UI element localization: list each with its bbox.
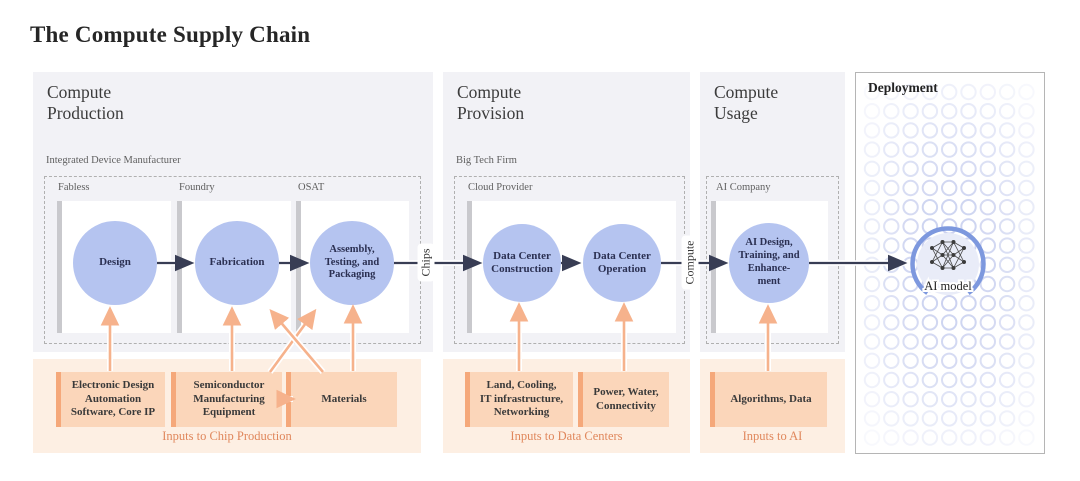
ai-model-label: AI model [924,279,972,293]
page-title: The Compute Supply Chain [30,22,311,47]
label-osat: OSAT [298,182,325,193]
heading-deployment: Deployment [868,80,938,95]
flow-label-compute: Compute [681,235,699,290]
input-power-label: Power, Water, Connectivity [593,385,659,412]
node-ai-design-label: AI Design, Training, and Enhance- ment [738,237,800,287]
node-assembly-label: Assembly, Testing, and Packaging [324,243,380,281]
deployment-dot-grid: AI model [863,83,1035,446]
ai-model-arc [910,226,986,302]
neural-network-icon [930,240,966,270]
ai-model-mark: AI model [910,226,986,302]
caption-inputs-chip-production: Inputs to Chip Production [162,429,292,443]
label-foundry: Foundry [179,182,215,193]
caption-inputs-ai: Inputs to AI [742,429,803,443]
input-box-eda-software: Electronic Design Automation Software, C… [56,372,165,427]
input-box-semiconductor-equipment: Semiconductor Manufacturing Equipment [171,372,282,427]
input-sme-label: Semiconductor Manufacturing Equipment [193,378,265,419]
heading-compute-provision: Compute Provision [457,82,525,124]
input-eda-label: Electronic Design Automation Software, C… [70,378,156,419]
label-cloud-provider: Cloud Provider [468,182,533,193]
node-design-label: Design [99,256,131,269]
heading-compute-production: Compute Production [47,82,124,124]
node-dc-construction-label: Data Center Construction [491,249,553,275]
input-accent-bar [465,372,470,427]
heading-compute-usage: Compute Usage [714,82,779,124]
label-integrated-device-manufacturer: Integrated Device Manufacturer [46,155,181,166]
input-accent-bar [171,372,176,427]
input-box-power-water: Power, Water, Connectivity [578,372,669,427]
caption-inputs-data-centers: Inputs to Data Centers [510,429,623,443]
card-accent-bar [711,201,716,333]
card-accent-bar [177,201,182,333]
input-accent-bar [56,372,61,427]
node-design: Design [73,221,157,305]
label-ai-company: AI Company [716,182,771,193]
label-big-tech-firm: Big Tech Firm [456,155,517,166]
node-dc-operation-label: Data Center Operation [593,249,651,275]
input-box-land-cooling: Land, Cooling, IT infrastructure, Networ… [465,372,573,427]
node-data-center-operation: Data Center Operation [583,224,661,302]
card-accent-bar [57,201,62,333]
node-fabrication-label: Fabrication [209,256,265,269]
input-algorithms-label: Algorithms, Data [730,392,812,405]
input-box-algorithms-data: Algorithms, Data [710,372,827,427]
card-accent-bar [296,201,301,333]
input-materials-label: Materials [321,392,367,405]
node-assembly-testing-packaging: Assembly, Testing, and Packaging [310,221,394,305]
input-box-materials: Materials [286,372,397,427]
label-fabless: Fabless [58,182,90,193]
input-accent-bar [578,372,583,427]
node-ai-design-training: AI Design, Training, and Enhance- ment [729,223,809,303]
box-ai-company [706,176,839,344]
input-land-label: Land, Cooling, IT infrastructure, Networ… [479,378,564,419]
input-accent-bar [710,372,715,427]
card-accent-bar [467,201,472,333]
node-fabrication: Fabrication [195,221,279,305]
flow-label-chips: Chips [417,243,435,282]
node-data-center-construction: Data Center Construction [483,224,561,302]
input-accent-bar [286,372,291,427]
